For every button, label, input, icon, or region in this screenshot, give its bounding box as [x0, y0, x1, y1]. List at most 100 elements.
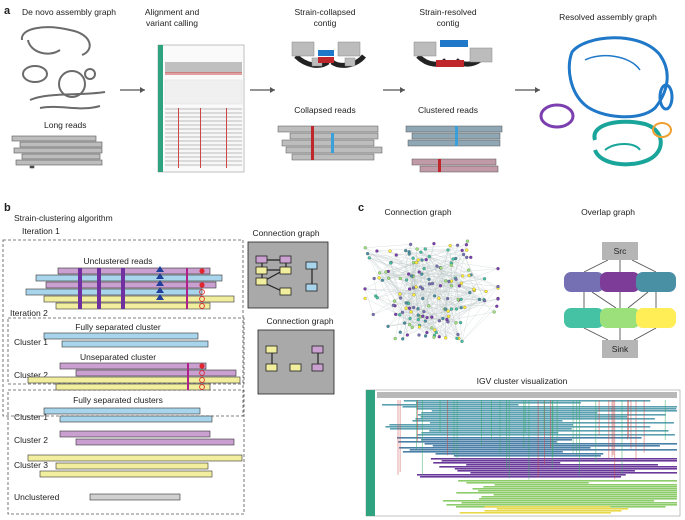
hairball-edge: [412, 276, 423, 299]
panel-label-a: a: [4, 5, 11, 17]
hairball-node: [444, 307, 448, 311]
igv-read: [430, 458, 677, 460]
hairball-edge: [369, 257, 396, 315]
cluster2-variants: [187, 363, 205, 390]
hairball-edge: [420, 252, 495, 313]
overlap-graph: Src Sink: [564, 242, 676, 358]
igv-variant: [598, 400, 600, 436]
igv-read: [481, 496, 677, 498]
hairball-node: [416, 313, 420, 317]
fully-separated-clusters-label: Fully separated clusters: [73, 395, 163, 405]
igv-read: [398, 441, 557, 443]
igv-variant: [572, 400, 574, 453]
hairball-node: [454, 256, 458, 261]
igv-read: [439, 466, 677, 468]
hairball-node: [460, 248, 464, 252]
hairball-node: [421, 314, 425, 318]
igv-variant: [523, 400, 525, 448]
igv-read: [494, 484, 677, 486]
hairball-edge: [409, 262, 452, 309]
hairball-node: [437, 296, 441, 300]
igv-read: [453, 455, 601, 457]
hairball-edge: [412, 250, 463, 328]
hairball-edge: [455, 279, 463, 342]
hairball-edge: [367, 253, 463, 277]
hairball-node: [427, 282, 432, 286]
hairball-edge: [388, 278, 425, 312]
hairball-node: [367, 256, 371, 260]
resolved-contig: [413, 40, 493, 67]
hairball-node: [454, 277, 458, 281]
igv-read: [484, 510, 622, 512]
hairball-edge: [406, 257, 467, 281]
hairball-node: [444, 279, 448, 283]
hairball-node: [420, 272, 424, 276]
arrow-2-head: [270, 87, 275, 93]
hairball-edge: [408, 303, 497, 307]
resolved-label-1: Strain-resolved: [419, 7, 476, 17]
hairball-node: [448, 243, 452, 248]
igv-read: [458, 480, 677, 482]
igv-variant: [537, 400, 539, 478]
igv-read: [441, 460, 677, 462]
hairball-node: [437, 319, 442, 323]
hairball-node: [415, 247, 419, 251]
igv-variant: [439, 400, 441, 433]
hairball-node: [420, 258, 424, 262]
igv-variant: [635, 400, 637, 461]
hairball-node: [416, 307, 420, 311]
hairball-node: [449, 263, 453, 267]
de-novo-label: De novo assembly graph: [22, 7, 116, 17]
hairball-node: [469, 255, 473, 259]
cluster2-reads: [27, 362, 241, 391]
igv-variant: [550, 400, 551, 449]
igv-read: [409, 449, 677, 451]
hairball-node: [398, 276, 402, 281]
igv-read: [446, 504, 677, 506]
hairball-edge: [422, 288, 474, 317]
unclustered-read: [89, 493, 181, 501]
hairball-edge: [423, 268, 457, 310]
hairball-node: [363, 296, 367, 301]
hairball-edge: [447, 300, 485, 323]
hairball-node: [375, 249, 379, 253]
hairball-node: [412, 305, 416, 310]
igv-variant: [614, 400, 616, 480]
hairball-node: [446, 248, 450, 252]
clustered-reads-label: Clustered reads: [418, 105, 478, 115]
igv-variant: [491, 400, 492, 441]
igv-read: [459, 512, 611, 514]
panel-b: b Strain-clustering algorithm Iteration …: [2, 202, 335, 515]
hairball-node: [449, 307, 453, 311]
hairball-node: [404, 306, 408, 310]
hairball-node: [455, 336, 459, 340]
hairball-node: [417, 270, 421, 274]
hairball-node: [432, 242, 436, 246]
igv-read: [496, 508, 629, 510]
igv-screenshot: [365, 389, 681, 517]
hairball-node: [424, 258, 428, 262]
hairball-node: [447, 279, 451, 284]
igv-read: [432, 445, 660, 447]
hairball-edge: [427, 299, 459, 318]
hairball-edge: [367, 253, 456, 279]
src-node: [602, 242, 638, 260]
sink-label: Sink: [612, 344, 629, 354]
hairball-node: [459, 306, 463, 310]
alignment-screenshot: [157, 44, 245, 173]
hairball-node: [409, 274, 414, 278]
hairball-node: [416, 258, 420, 262]
hairball-edge: [445, 322, 461, 339]
hairball-node: [430, 315, 434, 319]
hairball-edge: [402, 288, 423, 339]
hairball-edge: [374, 278, 378, 298]
hairball-node: [422, 266, 426, 271]
hairball-node: [449, 284, 454, 288]
igv-variant: [611, 400, 613, 457]
hairball-node: [384, 270, 388, 274]
hairball-node: [377, 276, 381, 280]
igv-read: [466, 482, 589, 484]
hairball-node: [462, 252, 466, 257]
igv-read: [412, 420, 563, 422]
hairball-node: [371, 312, 375, 317]
